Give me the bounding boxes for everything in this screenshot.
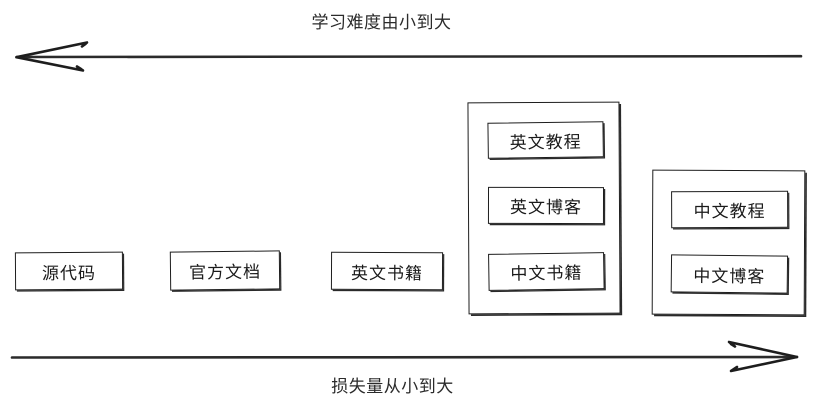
- top-axis-label: 学习难度由小到大: [311, 13, 452, 33]
- group-english-tutorials-blogs-chinese-books[interactable]: 英文教程 英文博客 中文书籍: [467, 101, 621, 315]
- node-english-blog[interactable]: 英文博客: [487, 186, 605, 225]
- bottom-axis-label: 损失量从小到大: [331, 377, 454, 397]
- node-official-docs[interactable]: 官方文档: [169, 250, 281, 291]
- bottom-axis-arrow: [10, 340, 799, 373]
- node-source-code[interactable]: 源代码: [14, 251, 124, 291]
- group-chinese-tutorials-blogs[interactable]: 中文教程 中文博客: [651, 169, 806, 316]
- node-english-books[interactable]: 英文书籍: [330, 251, 444, 291]
- top-axis-arrow: [15, 41, 803, 72]
- node-chinese-blog[interactable]: 中文博客: [670, 254, 789, 294]
- node-chinese-tutorial[interactable]: 中文教程: [671, 190, 789, 229]
- node-chinese-books[interactable]: 中文书籍: [488, 252, 605, 291]
- node-english-tutorial[interactable]: 英文教程: [487, 121, 604, 159]
